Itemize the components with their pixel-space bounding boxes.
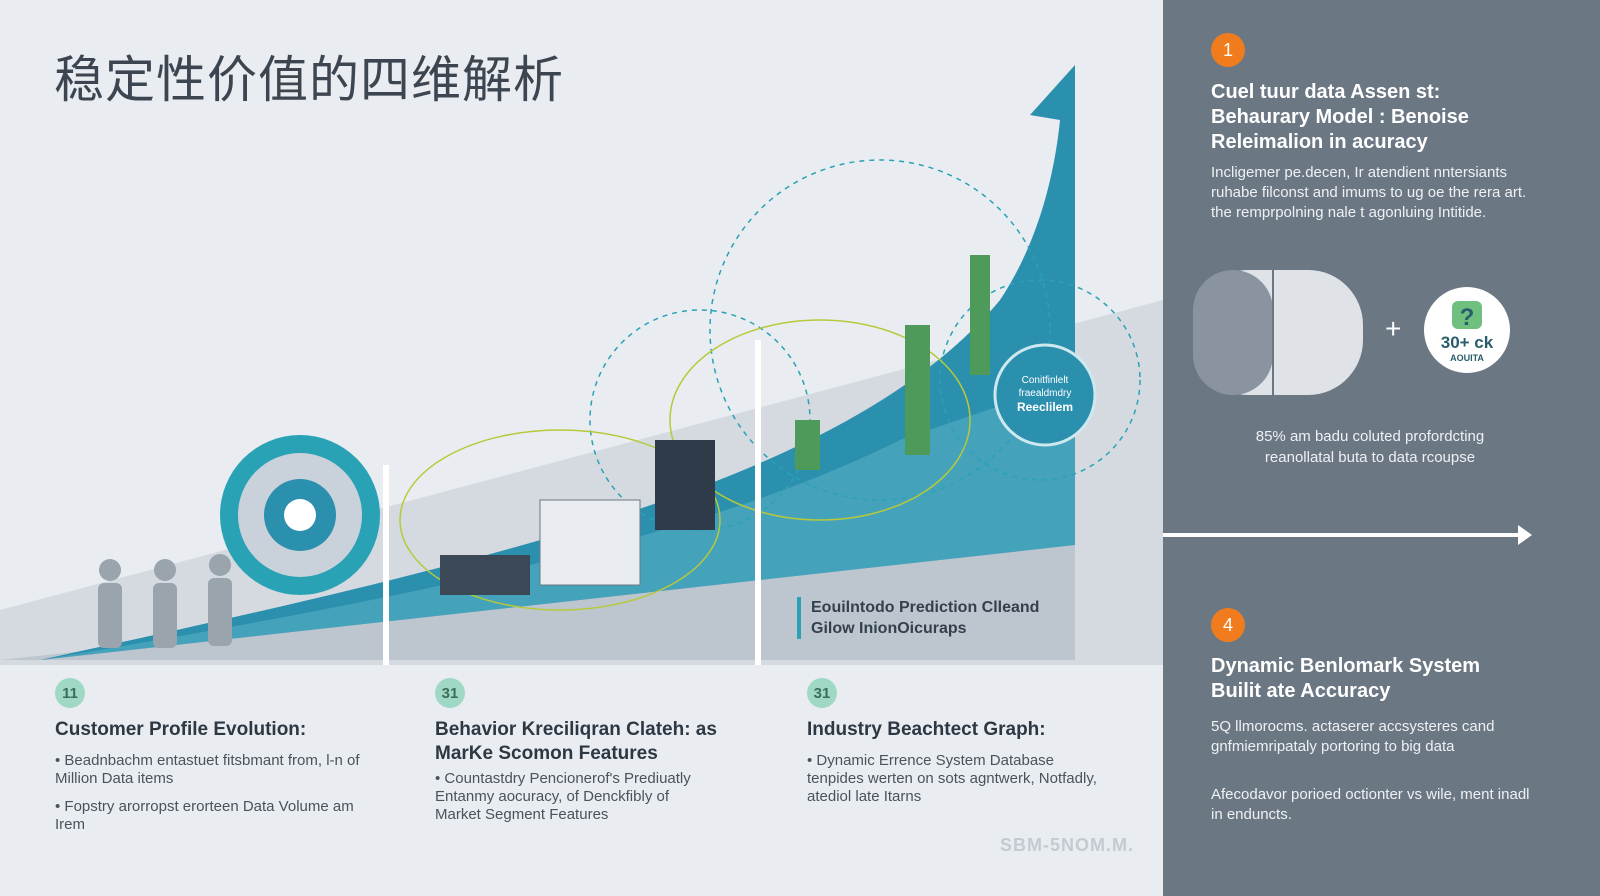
step-badge: 11 [55,678,85,708]
left-infographic: Conitfinlelt fraealdmdry Reeclilem 稳定性价值… [0,51,1163,855]
divider-2 [755,340,761,665]
callout-line-2: Gilow InionOicuraps [811,620,967,637]
heading-line: Cuel tuur data Assen st: [1211,81,1441,103]
section4-body-2: Afecodavor porioed octionter vs wile, me… [1211,786,1530,823]
section4-heading: Dynamic Benlomark System Builit ate Accu… [1211,654,1480,704]
right-panel: 1 Cuel tuur data Assen st: Behaurary Mod… [1163,0,1600,896]
ring-badge: Conitfinlelt fraealdmdry Reeclilem [993,343,1097,447]
section1-body: Incligemer pe.decen, Ir atendient nnters… [1211,164,1527,221]
divider-arrow-line [1163,533,1523,537]
growth-arrow-light [40,380,1075,660]
section1-heading: Cuel tuur data Assen st: Behaurary Model… [1211,80,1469,155]
circle-value: 30+ ck [1440,333,1494,352]
heading-line: Behaurary Model : Benoise [1211,106,1469,128]
arrow-right-icon [1518,525,1532,545]
bullet: • Countastdry Pencionerof's Prediuatly E… [435,770,691,823]
bullet: • Dynamic Errence System Database tenpid… [807,752,1097,805]
column-heading: Industry Beachtect Graph: [807,719,1046,740]
column-heading: Behavior Kreciliqran Clateh: as MarKe Sc… [435,719,717,764]
column-heading: Customer Profile Evolution: [55,719,307,740]
plus-sign: + [1385,313,1402,344]
bullet: • Fopstry arorropst erorteen Data Volume… [55,798,354,833]
watermark: SBM-5NOM.M. [1000,835,1134,855]
ring-label-1: Conitfinlelt [1022,375,1069,386]
buildings [440,255,990,595]
callout-text: Eouilntodo Prediction Clleand Gilow Inio… [797,597,1039,639]
column-industry: 31 Industry Beachtect Graph: • Dynamic E… [807,678,1137,806]
gear-wheel-icon [220,435,380,595]
ring-label-2: fraealdmdry [1019,388,1072,399]
divider-1 [383,465,389,665]
callout-line-1: Eouilntodo Prediction Clleand [811,599,1040,616]
question-cube-icon: ? [1452,301,1482,331]
circle-label: AOUITA [1450,353,1484,363]
section4-body-1: 5Q llmorocms. actaserer accsysteres cand… [1211,718,1495,755]
lime-curves [399,319,971,611]
heading-line: Dynamic Benlomark System [1211,655,1481,677]
people-silhouettes [98,554,232,648]
growth-illustration: Conitfinlelt fraealdmdry Reeclilem [0,65,1163,665]
page-title: 稳定性价值的四维解析 [54,51,564,109]
column-customer-profile: 11 Customer Profile Evolution: • Beadnba… [55,678,385,834]
ring-label-3: Reeclilem [1017,400,1073,414]
stat-circle: ? 30+ ck AOUITA [1424,287,1510,373]
bullet: • Beadnbachm entastuet fitsbmant from, l… [55,752,360,787]
step-badge: 31 [435,678,465,708]
step-badge: 31 [807,678,837,708]
svg-text:?: ? [1460,304,1475,331]
column-behavior: 31 Behavior Kreciliqran Clateh: as MarKe… [435,678,765,824]
database-disk-icon [1193,270,1363,395]
step-badge-1: 1 [1211,33,1245,67]
heading-line: Releimalion in acuracy [1211,131,1428,153]
heading-line: Builit ate Accuracy [1211,680,1391,702]
step-badge-4: 4 [1211,608,1245,642]
stat-caption: 85% am badu coluted profordcting reanoll… [1255,428,1485,466]
